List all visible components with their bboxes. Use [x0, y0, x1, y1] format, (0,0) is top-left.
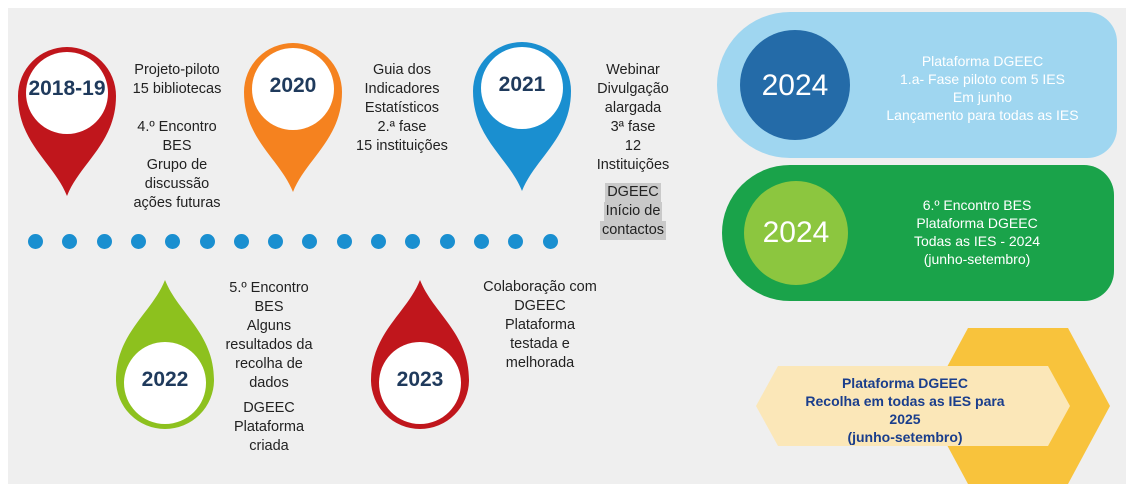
- pin-2022: [110, 278, 220, 438]
- timeline-dot: [96, 234, 112, 249]
- timeline-dot: [473, 234, 489, 249]
- panel-2-text: 6.º Encontro BES Plataforma DGEEC Todas …: [913, 197, 1041, 267]
- timeline-dot: [28, 234, 43, 249]
- timeline-dot: [165, 234, 181, 249]
- timeline-dot: [130, 234, 146, 249]
- panel-2024-meeting: [722, 165, 1114, 301]
- timeline-dot: [542, 234, 558, 249]
- timeline-dot: [302, 234, 318, 249]
- year-2021: 2021: [498, 73, 546, 96]
- year-2020: 2020: [269, 74, 317, 97]
- milestone-text-2021: Webinar Divulgação alargada 3ª fase 12 I…: [596, 62, 670, 240]
- pin-2020: [238, 34, 348, 194]
- timeline-dot: [336, 234, 352, 249]
- pin-2021: [467, 33, 577, 193]
- panel-2024-pilot: [717, 12, 1117, 158]
- milestone-text-2022: 5.º Encontro BES Alguns resultados da re…: [225, 280, 313, 454]
- timeline-dot: [62, 234, 78, 249]
- pin-2018-19: [12, 38, 122, 198]
- panel-1-year: 2024: [761, 69, 829, 102]
- hexagon-text: Plataforma DGEEC Recolha em todas as IES…: [805, 375, 1005, 445]
- pin-2023: [365, 278, 475, 438]
- hexagon-2025: [748, 326, 1112, 486]
- timeline-dot: [233, 234, 249, 249]
- timeline-dot: [371, 234, 386, 249]
- year-2018-19: 2018-19: [28, 77, 106, 100]
- year-2022: 2022: [141, 368, 189, 391]
- timeline-dot: [199, 234, 215, 249]
- highlight-inicio: Início de: [603, 202, 663, 221]
- timeline-dot: [439, 234, 455, 249]
- year-2023: 2023: [396, 368, 444, 391]
- milestone-text-2020: Guia dos Indicadores Estatísticos 2.ª fa…: [356, 62, 448, 154]
- timeline-dot: [268, 234, 284, 249]
- milestone-text-2018-19: Projeto-piloto 15 bibliotecas 4.º Encont…: [132, 62, 222, 211]
- timeline-dot: [405, 234, 421, 249]
- highlight-contactos: contactos: [599, 221, 667, 240]
- panel-1-text: Plataforma DGEEC 1.a- Fase piloto com 5 …: [886, 53, 1079, 123]
- highlight-dgeec: DGEEC: [605, 183, 661, 202]
- milestone-text-2023: Colaboração com DGEEC Plataforma testada…: [483, 279, 597, 371]
- timeline-dot: [508, 234, 524, 249]
- panel-2-year: 2024: [762, 216, 830, 249]
